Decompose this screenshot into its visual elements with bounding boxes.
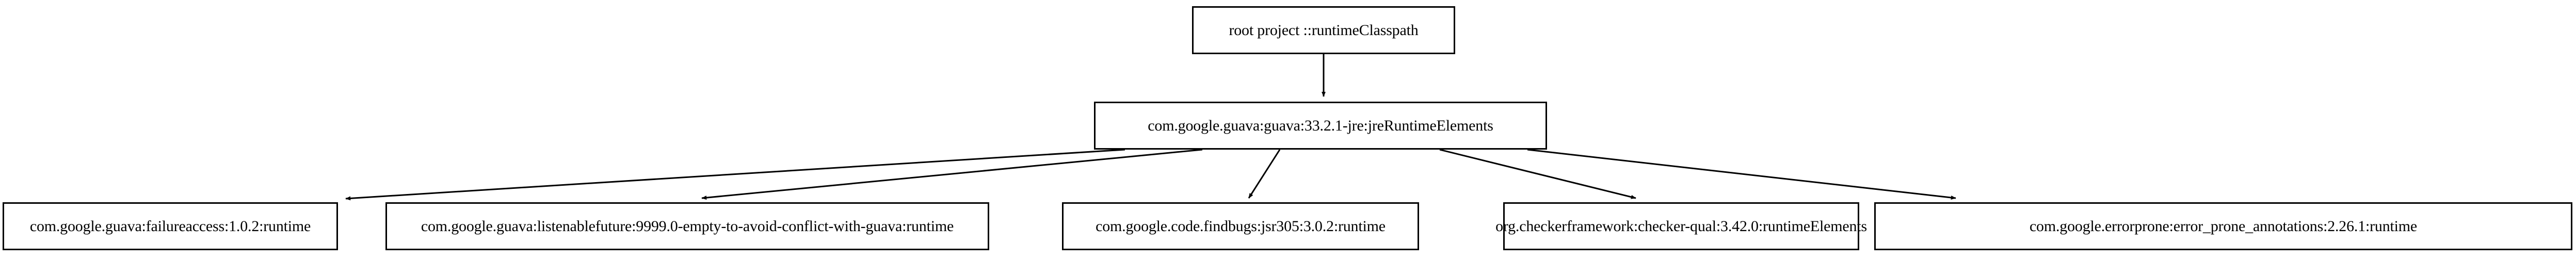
node-root-project-runtime-classpath[interactable]: root project ::runtimeClasspath (1192, 6, 1455, 54)
node-label: root project ::runtimeClasspath (1229, 21, 1419, 39)
node-label: com.google.code.findbugs:jsr305:3.0.2:ru… (1096, 217, 1386, 235)
edge-guava-to-checker-qual (1439, 149, 1636, 199)
edge-guava-to-failureaccess (345, 149, 1125, 201)
node-com-google-guava-guava[interactable]: com.google.guava:guava:33.2.1-jre:jreRun… (1094, 102, 1547, 150)
node-com-google-errorprone-error-prone-annotations[interactable]: com.google.errorprone:error_prone_annota… (1874, 202, 2572, 250)
edge-guava-to-jsr305 (1248, 149, 1281, 199)
node-label: org.checkerframework:checker-qual:3.42.0… (1495, 217, 1867, 235)
node-label: com.google.guava:failureaccess:1.0.2:run… (29, 217, 311, 235)
edge-guava-to-listenablefuture (701, 149, 1203, 200)
edge-guava-to-error-prone-annotations (1527, 149, 1956, 200)
node-org-checkerframework-checker-qual[interactable]: org.checkerframework:checker-qual:3.42.0… (1495, 202, 1867, 250)
node-com-google-guava-listenablefuture[interactable]: com.google.guava:listenablefuture:9999.0… (385, 202, 989, 250)
node-label: com.google.errorprone:error_prone_annota… (2029, 217, 2418, 235)
node-label: com.google.guava:listenablefuture:9999.0… (421, 217, 954, 235)
node-com-google-guava-failureaccess[interactable]: com.google.guava:failureaccess:1.0.2:run… (3, 202, 338, 250)
node-label: com.google.guava:guava:33.2.1-jre:jreRun… (1148, 117, 1493, 134)
node-com-google-code-findbugs-jsr305[interactable]: com.google.code.findbugs:jsr305:3.0.2:ru… (1062, 202, 1419, 250)
